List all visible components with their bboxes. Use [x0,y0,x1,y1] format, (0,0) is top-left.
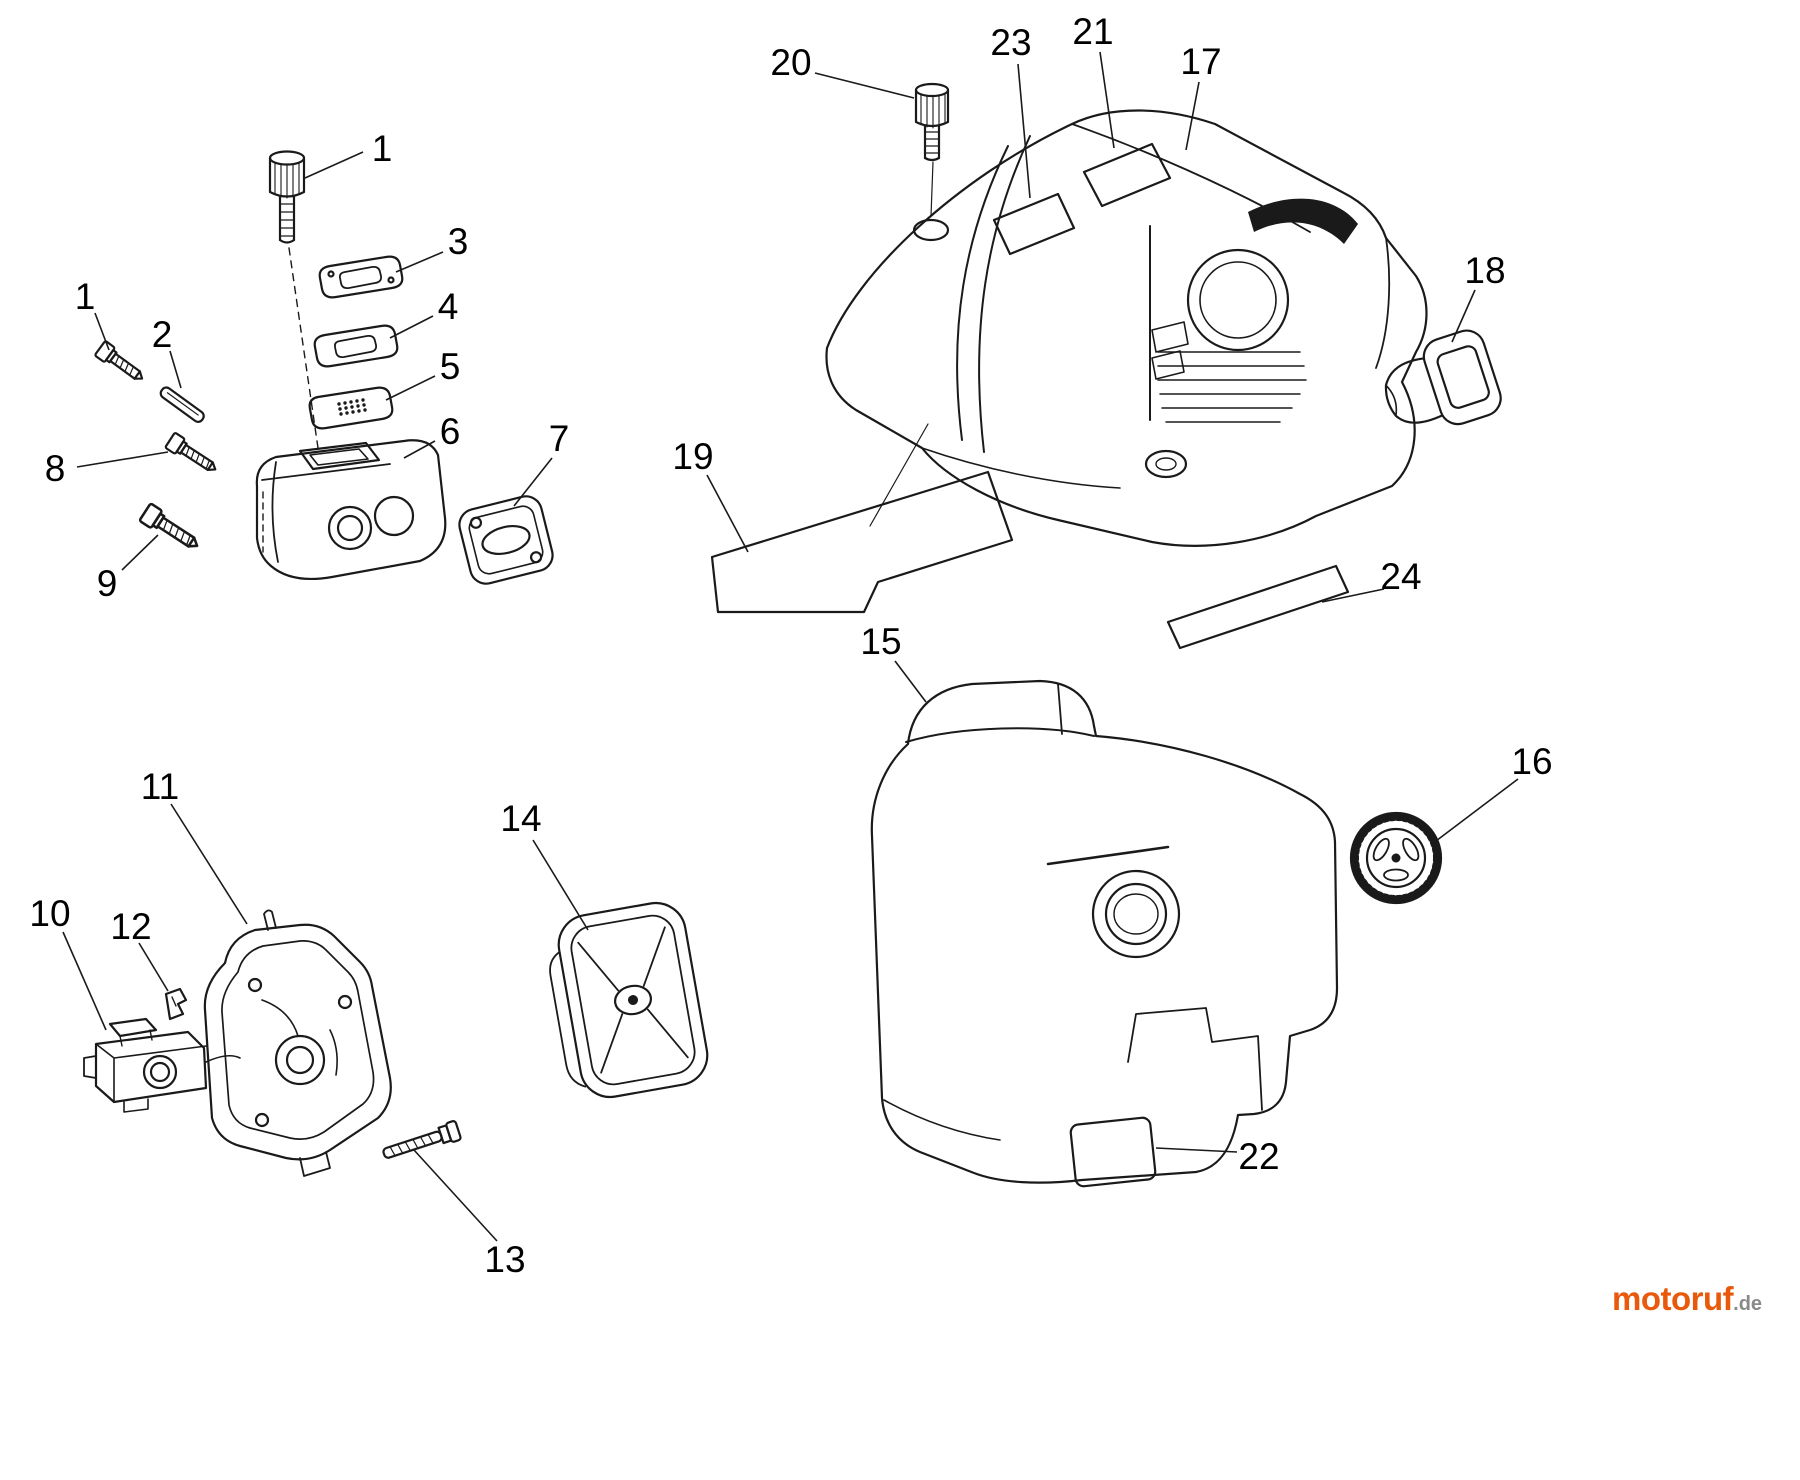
callout-4: 4 [438,286,459,327]
callout-23: 23 [990,22,1031,63]
socket-screw-top [268,150,306,244]
carburetor [83,1017,208,1113]
decal-large [710,423,1014,614]
spark-arrestor-screen [308,386,394,430]
cylinder-cover [825,109,1428,547]
callout-17: 17 [1180,41,1221,82]
decal-strip [1166,564,1350,650]
watermark-motoruf: motoruf.de [1612,1280,1762,1317]
diagram-artwork [83,82,1502,1188]
callout-1-left: 1 [75,276,96,317]
callout-2: 2 [152,314,173,355]
spacer-strip [159,386,205,423]
cover-screw [914,82,950,217]
intake-boot [1384,329,1502,426]
callout-9: 9 [97,563,118,604]
watermark-brand-text: motoruf [1612,1280,1735,1317]
callout-18: 18 [1464,250,1505,291]
callout-6: 6 [440,411,461,452]
screen-holes [337,398,367,416]
exhaust-gasket [458,495,554,585]
assembly-axis-dashed [288,247,319,449]
callout-24: 24 [1380,556,1421,597]
callout-1-top: 1 [372,128,393,169]
decal-bottom [1069,1116,1157,1188]
callout-19: 19 [672,436,713,477]
muffler-screw-lower [138,502,199,548]
callout-8: 8 [45,448,66,489]
callout-15: 15 [860,621,901,662]
callout-7: 7 [549,418,570,459]
muffler-body [255,439,447,580]
air-filter-cover [870,679,1339,1184]
callout-20: 20 [770,42,811,83]
callout-22: 22 [1238,1136,1279,1177]
long-screw [382,1120,462,1159]
leader-lines [62,51,1519,1242]
callout-10: 10 [29,893,70,934]
cover-knob [1349,811,1443,905]
handle-silhouette [1248,198,1358,244]
decal-23-location [992,192,1076,256]
callout-14: 14 [500,798,541,839]
callout-3: 3 [448,221,469,262]
watermark-tld-text: .de [1733,1293,1762,1315]
callout-5: 5 [440,346,461,387]
bracket [164,987,188,1021]
muffler-screw-upper [164,432,217,472]
callout-21: 21 [1072,11,1113,52]
decal-21-location [1082,142,1172,208]
callout-11: 11 [141,766,179,807]
callout-12: 12 [110,906,151,947]
callout-labels: 1 3 4 5 6 7 1 2 8 9 10 11 12 13 14 15 16… [29,11,1552,1280]
callout-13: 13 [484,1239,525,1280]
socket-screw-left [94,340,144,380]
callout-16: 16 [1511,741,1552,782]
air-filter-element [549,901,709,1099]
muffler-gasket-plate [318,255,404,299]
cooling-plate [313,324,399,368]
airbox-backplate [203,909,392,1177]
